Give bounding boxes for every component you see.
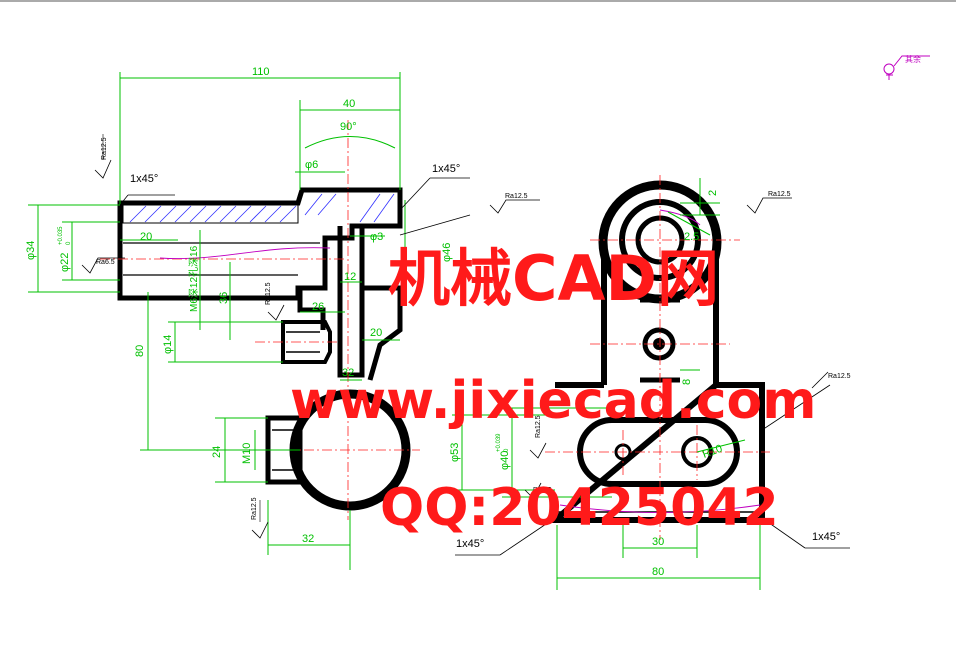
roughness-front-3: Ra12.5 xyxy=(535,415,542,438)
dim-40: 40 xyxy=(343,98,355,110)
dim-2-5: 2.5 xyxy=(684,231,699,243)
chamfer-note-front-left: 1x45° xyxy=(456,538,484,550)
dim-phi22-tol: +0.035 xyxy=(58,226,64,245)
corner-symbol-text: 其余 xyxy=(905,54,921,64)
dim-80-front: 80 xyxy=(652,566,664,578)
dim-phi40-tol2: 0 xyxy=(504,448,510,452)
dim-phi14: φ14 xyxy=(162,335,174,354)
dim-m10: M10 xyxy=(241,443,253,464)
dim-110: 110 xyxy=(252,66,270,78)
dim-2: 2 xyxy=(707,190,719,196)
chamfer-note-top-left: 1x45° xyxy=(130,173,158,185)
dim-32-mid: 32 xyxy=(342,367,354,379)
dim-8: 8 xyxy=(681,379,693,385)
dim-12: 12 xyxy=(344,271,356,283)
surface-finish-symbol: 其余 xyxy=(883,54,930,80)
roughness-side-2: Ra6.5 xyxy=(96,259,115,266)
dim-phi22-tol2: 0 xyxy=(66,241,72,245)
front-slot xyxy=(577,417,740,487)
side-view: 110 40 90° φ6 φ3 φ46 12 26 20 32 20 φ34 … xyxy=(25,66,540,570)
dim-phi40: φ40 xyxy=(499,451,511,470)
dim-phi40-tol: +0.039 xyxy=(496,433,502,452)
dim-26: 26 xyxy=(312,301,324,313)
dim-angle-90: 90° xyxy=(340,121,357,133)
front-annotations xyxy=(455,197,850,556)
front-dimension-lines xyxy=(452,178,761,590)
watermark-line-1: 机械CAD网 xyxy=(388,242,719,315)
roughness-side-5: Ra12.5 xyxy=(251,497,258,520)
chamfer-note-top-right: 1x45° xyxy=(432,163,460,175)
roughness-side-3: Ra12.5 xyxy=(505,193,528,200)
watermark-line-2: www.jixiecad.com xyxy=(290,371,816,431)
side-web xyxy=(337,226,365,378)
roughness-side-4: Ra12.5 xyxy=(265,282,272,305)
dim-phi34: φ34 xyxy=(25,241,37,260)
dim-thread-m6: M6深12孔深16 xyxy=(188,245,200,312)
side-m10-clamp xyxy=(265,415,303,485)
watermark-line-3: QQ:20425042 xyxy=(380,478,779,538)
roughness-front-2: Ra12.5 xyxy=(828,373,851,380)
side-annotations xyxy=(81,134,540,539)
watermark: 机械CAD网 www.jixiecad.com QQ:20425042 xyxy=(290,242,816,538)
roughness-side-1: Ra12.5 xyxy=(101,137,108,160)
dim-phi22: φ22 xyxy=(59,253,71,272)
dim-32-bottom: 32 xyxy=(302,533,314,545)
dim-24: 24 xyxy=(211,446,223,458)
roughness-front-1: Ra12.5 xyxy=(768,191,791,198)
side-hatching xyxy=(122,193,395,224)
roughness-front-4: Ra6.5 xyxy=(533,487,552,494)
dim-80: 80 xyxy=(134,345,146,357)
dim-20-left: 20 xyxy=(140,231,152,243)
chamfer-note-front-right: 1x45° xyxy=(812,531,840,543)
dim-phi53: φ53 xyxy=(449,443,461,462)
front-column xyxy=(601,250,719,385)
dim-phi3: φ3 xyxy=(370,231,383,243)
dim-36: 36 xyxy=(218,292,230,304)
dim-20-right: 20 xyxy=(370,327,382,339)
dim-r10: R10 xyxy=(701,443,724,461)
dim-phi6: φ6 xyxy=(305,159,318,171)
front-view: 2 2.5 8 φ53 φ40 +0.039 0 30 80 R10 1x45°… xyxy=(449,175,851,590)
front-base xyxy=(546,382,765,523)
dim-30: 30 xyxy=(652,536,664,548)
dim-phi46: φ46 xyxy=(441,243,453,262)
side-dimension-lines xyxy=(28,72,406,570)
